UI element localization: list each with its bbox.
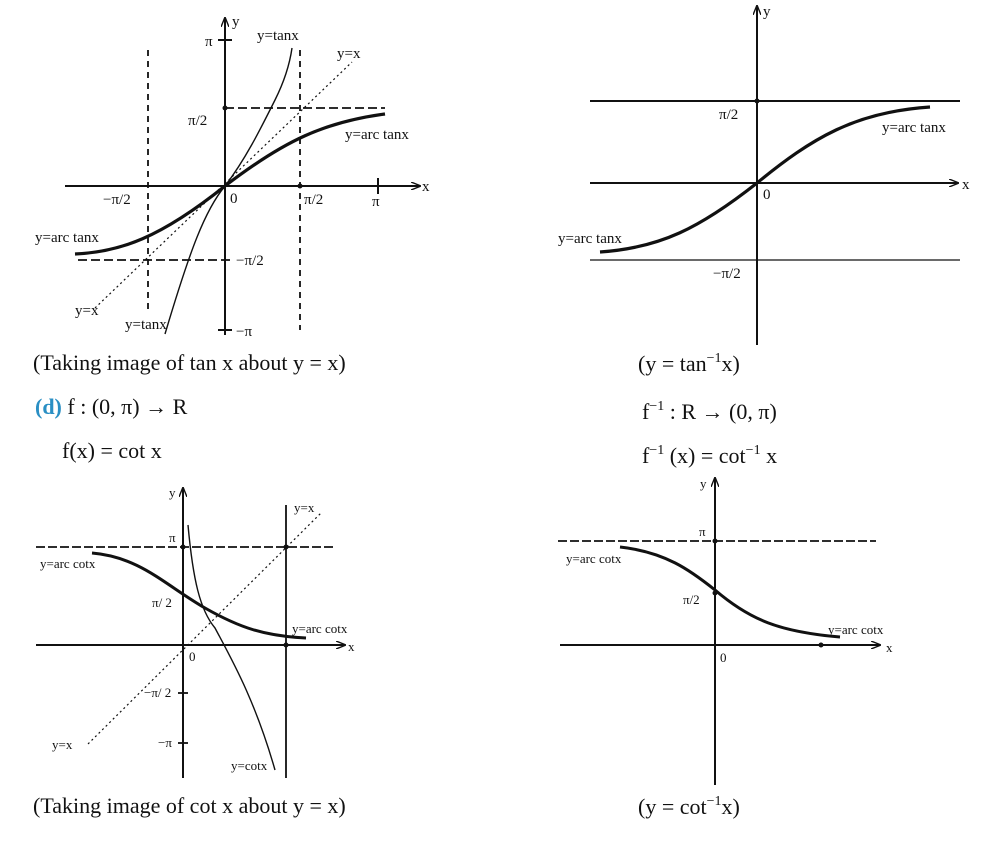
arctan-graph: y x π/2 −π/2 0 y=arc tanx y=arc tanx <box>558 4 970 345</box>
caption-arctan-post: x) <box>721 351 740 376</box>
origin-label: 0 <box>230 191 238 207</box>
tick-label-neg-pi: −π <box>158 735 172 750</box>
arccot-curve <box>91 551 307 640</box>
finv-def-post: x <box>760 443 778 468</box>
label-arctan-right: y=arc tanx <box>882 120 946 136</box>
caption-cot: (Taking image of cot x about y = x) <box>33 793 346 818</box>
arccot-curve <box>619 545 841 639</box>
label-yx-top: y=x <box>294 500 315 515</box>
arctan-curve <box>599 105 931 254</box>
line-y-equals-x <box>94 61 353 309</box>
f-definition: f(x) = cot x <box>62 438 162 463</box>
y-axis-label: y <box>232 14 240 30</box>
tick-label-pi-half: π/2 <box>188 113 207 129</box>
label-yx-bottom: y=x <box>52 737 73 752</box>
cot-curve <box>187 524 276 771</box>
arctan-curve <box>74 112 386 256</box>
label-arctan-right: y=arc tanx <box>345 127 409 143</box>
tick-label-neg-pi-half: −π/ 2 <box>144 685 171 700</box>
caption-arccot-sup: −1 <box>706 794 722 809</box>
caption-tan: (Taking image of tan x about y = x) <box>33 350 346 375</box>
tick-label-neg-pi-half: −π/2 <box>236 253 264 269</box>
point-x-pi-half <box>297 183 303 189</box>
label-arccot-left: y=arc cotx <box>40 556 96 571</box>
caption-arccot-pre: (y = cot <box>638 794 707 819</box>
tick-label-neg-pi-half: −π/2 <box>713 266 741 282</box>
x-axis-label: x <box>886 640 893 655</box>
x-axis-label: x <box>348 639 355 654</box>
label-tanx-bottom: y=tanx <box>125 317 167 333</box>
arccot-graph: y x π π/2 0 y=arc cotx y=arc cotx <box>558 476 893 785</box>
finv-definition: f−1 (x) = cot−1 x <box>642 444 777 467</box>
label-tanx-top: y=tanx <box>257 28 299 44</box>
label-yx-top: y=x <box>337 46 361 62</box>
part-d-map: f : (0, π) → R <box>61 394 188 419</box>
tick-label-pi: π <box>169 530 176 545</box>
finv-f: f <box>642 399 650 424</box>
tick-label-pi: π <box>699 524 706 539</box>
finv-map-line: f−1 : R → (0, π) <box>642 400 777 423</box>
x-axis-label: x <box>422 179 430 195</box>
x-tick-label-pi: π <box>372 194 380 210</box>
point-pi-half <box>712 590 718 596</box>
tick-label-pi: π <box>205 34 213 50</box>
finv-def-mid: (x) = cot <box>664 443 746 468</box>
caption-arccot: (y = cot−1x) <box>638 795 740 818</box>
y-axis-label: y <box>169 485 176 500</box>
finv-def-sup2: −1 <box>745 443 761 458</box>
point-intersection <box>283 544 289 550</box>
cot-comparison-graph: y x π π/ 2 −π/ 2 −π 0 y=x y=arc cotx y=a… <box>36 485 355 778</box>
label-yx-bottom: y=x <box>75 303 99 319</box>
label-cotx: y=cotx <box>231 758 268 773</box>
origin-label: 0 <box>720 650 727 665</box>
caption-arctan-sup: −1 <box>706 351 722 366</box>
point-pi-half-axis <box>222 105 228 111</box>
label-arccot-left: y=arc cotx <box>566 551 622 566</box>
label-arctan-left: y=arc tanx <box>558 231 622 247</box>
part-d-line: (d) f : (0, π) → R <box>35 396 187 418</box>
x-tick-label-pi-half: π/2 <box>304 192 323 208</box>
y-axis-label: y <box>700 476 707 491</box>
tick-label-pi-half: π/2 <box>683 592 700 607</box>
point-pi <box>712 538 718 544</box>
x-tick-label-neg-pi-half: −π/2 <box>103 192 131 208</box>
point-x-pi <box>818 642 824 648</box>
part-d-label: (d) <box>35 394 62 419</box>
tan-curve <box>164 47 293 335</box>
label-arccot-right: y=arc cotx <box>292 621 348 636</box>
point-x-pi <box>283 642 289 648</box>
finv-sup: −1 <box>649 399 665 414</box>
point-pi-half <box>754 98 760 104</box>
y-axis-label: y <box>763 4 771 20</box>
origin-label: 0 <box>189 649 196 664</box>
caption-arccot-post: x) <box>721 794 740 819</box>
finv-def-sup: −1 <box>649 443 665 458</box>
finv-def-f: f <box>642 443 650 468</box>
tan-comparison-graph: y x π π/2 −π/2 −π −π/2 π/2 π 0 y=tanx y=… <box>35 14 430 340</box>
origin-label: 0 <box>763 187 771 203</box>
label-arctan-left: y=arc tanx <box>35 230 99 246</box>
label-arccot-right: y=arc cotx <box>828 622 884 637</box>
tick-label-neg-pi: −π <box>236 324 252 340</box>
finv-map: : R → (0, π) <box>664 399 777 424</box>
tick-label-pi-half: π/ 2 <box>152 595 172 610</box>
caption-arctan: (y = tan−1x) <box>638 352 740 375</box>
tick-label-pi-half: π/2 <box>719 107 738 123</box>
x-axis-label: x <box>962 177 970 193</box>
point-pi <box>180 544 186 550</box>
caption-arctan-pre: (y = tan <box>638 351 707 376</box>
